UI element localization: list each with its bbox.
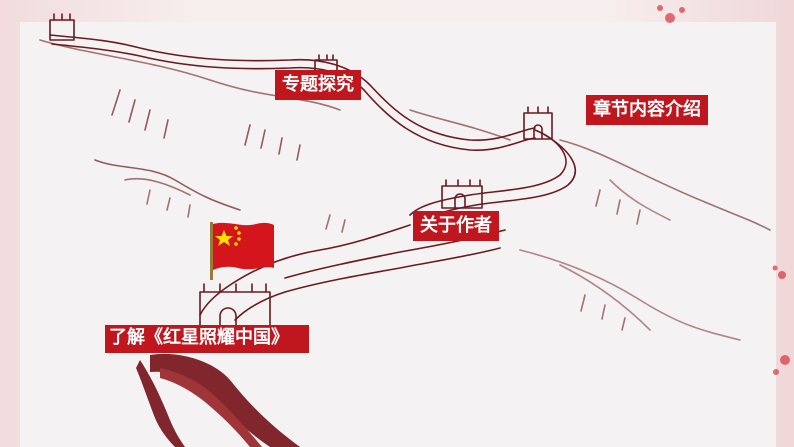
china-flag-icon	[210, 222, 274, 280]
know-book-button[interactable]: 了解《红星照耀中国》	[105, 325, 309, 353]
chapter-intro-button[interactable]: 章节内容介绍	[586, 95, 708, 125]
topic-research-button[interactable]: 专题探究	[275, 70, 361, 100]
about-author-button[interactable]: 关于作者	[413, 211, 499, 241]
